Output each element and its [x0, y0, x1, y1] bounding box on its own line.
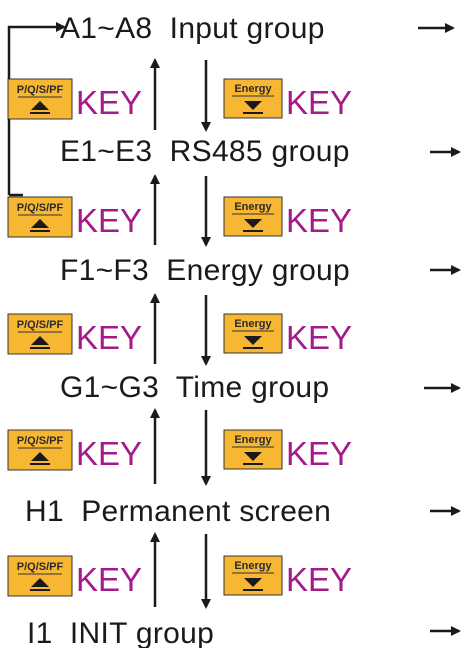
up-key-button: P/Q/S/PF [7, 196, 73, 238]
group-row-energy: F1~F3 Energy group [60, 254, 461, 287]
key-word-down: KEY [286, 319, 352, 356]
svg-text:Energy: Energy [234, 318, 272, 330]
triangle-down-icon [244, 336, 262, 345]
up-key-button: P/Q/S/PF [7, 313, 73, 355]
triangle-up-icon [31, 101, 49, 110]
group-label-time: G1~G3 Time group [60, 371, 329, 404]
key-row-1: P/Q/S/PF KEY Energy KEY [7, 58, 352, 132]
key-word-up: KEY [76, 319, 142, 356]
up-key-button: P/Q/S/PF [7, 429, 73, 471]
triangle-down-icon [244, 101, 262, 110]
key-word-down: KEY [286, 202, 352, 239]
down-key-button: Energy [223, 429, 283, 470]
group-label-permanent: H1 Permanent screen [25, 495, 331, 528]
up-key-button: P/Q/S/PF [7, 555, 73, 597]
group-label-rs485: E1~E3 RS485 group [60, 135, 350, 168]
svg-text:P/Q/S/PF: P/Q/S/PF [17, 84, 64, 96]
group-row-permanent: H1 Permanent screen [25, 495, 461, 528]
loop-connector-outer [7, 22, 66, 195]
svg-text:P/Q/S/PF: P/Q/S/PF [17, 202, 64, 214]
group-label-input: A1~A8 Input group [60, 12, 325, 45]
key-word-down: KEY [286, 84, 352, 121]
svg-text:P/Q/S/PF: P/Q/S/PF [17, 561, 64, 573]
key-row-2: P/Q/S/PF KEY Energy KEY [7, 174, 352, 247]
key-row-3: P/Q/S/PF KEY Energy KEY [7, 293, 352, 366]
svg-text:Energy: Energy [234, 434, 272, 446]
down-key-button: Energy [223, 196, 283, 237]
group-row-time: G1~G3 Time group [60, 371, 461, 404]
svg-text:Energy: Energy [234, 83, 272, 95]
group-row-init: I1 INIT group [27, 617, 461, 648]
group-label-energy: F1~F3 Energy group [60, 254, 350, 287]
triangle-down-icon [244, 578, 262, 587]
svg-text:P/Q/S/PF: P/Q/S/PF [17, 319, 64, 331]
group-row-rs485: E1~E3 RS485 group [60, 135, 461, 168]
svg-text:Energy: Energy [234, 560, 272, 572]
key-word-up: KEY [76, 561, 142, 598]
key-row-5: P/Q/S/PF KEY Energy KEY [7, 532, 352, 609]
triangle-down-icon [244, 219, 262, 228]
key-word-down: KEY [286, 561, 352, 598]
key-row-4: P/Q/S/PF KEY Energy KEY [7, 408, 352, 486]
triangle-up-icon [31, 219, 49, 228]
key-word-up: KEY [76, 202, 142, 239]
triangle-up-icon [31, 578, 49, 587]
key-word-up: KEY [76, 435, 142, 472]
down-key-button: Energy [223, 313, 283, 354]
triangle-down-icon [244, 452, 262, 461]
svg-text:Energy: Energy [234, 201, 272, 213]
key-word-down: KEY [286, 435, 352, 472]
group-label-init: I1 INIT group [27, 617, 214, 648]
key-word-up: KEY [76, 84, 142, 121]
group-row-input: A1~A8 Input group [60, 12, 455, 45]
triangle-up-icon [31, 452, 49, 461]
up-key-button: P/Q/S/PF [7, 78, 73, 120]
down-key-button: Energy [223, 78, 283, 119]
down-key-button: Energy [223, 555, 283, 596]
triangle-up-icon [31, 336, 49, 345]
svg-text:P/Q/S/PF: P/Q/S/PF [17, 435, 64, 447]
loop-back-connectors [7, 22, 66, 197]
